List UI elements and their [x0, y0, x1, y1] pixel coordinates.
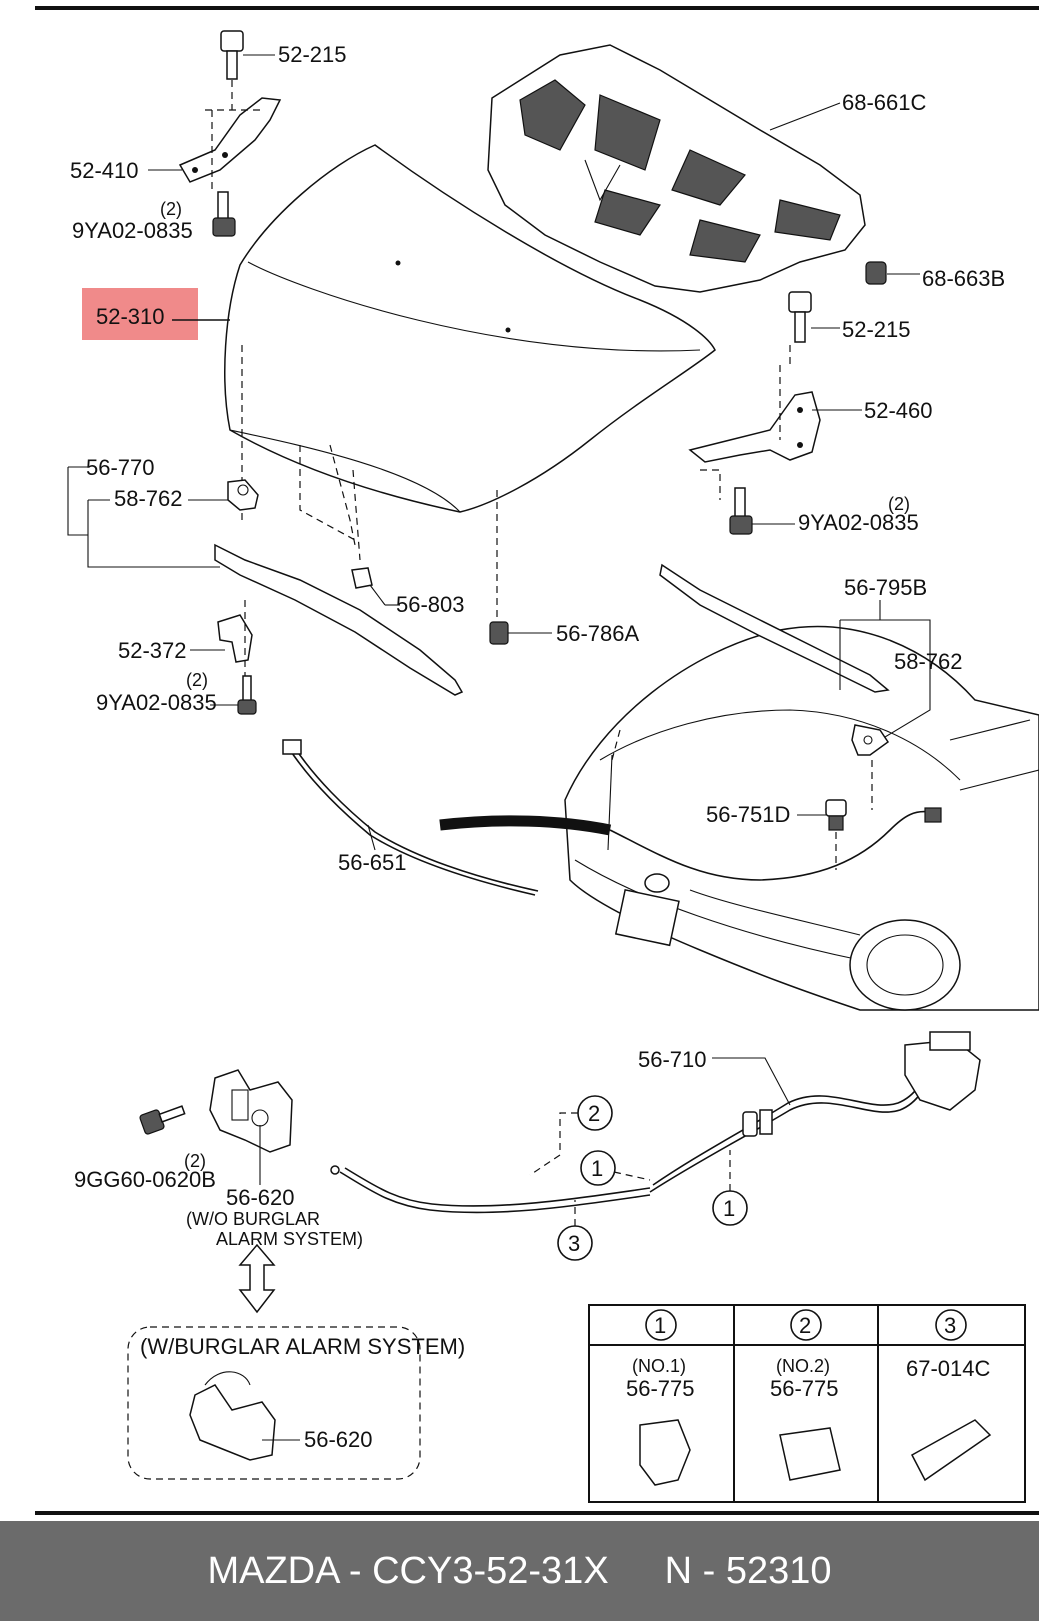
label-9gg60: 9GG60-0620B [74, 1167, 216, 1192]
bolt-52-215-top [220, 30, 275, 80]
bolt-9ya02-left [212, 191, 236, 237]
vehicle-dash [611, 729, 873, 870]
leader-68-661c [769, 102, 841, 131]
legend-part-2: 56-775 [770, 1376, 839, 1401]
alarm-variant-box [127, 1326, 421, 1480]
hood-lock-56-620-alarm [189, 1371, 300, 1461]
label-56-710: 56-710 [638, 1047, 707, 1072]
bumper-56-803 [351, 567, 400, 606]
callout-2 [529, 1095, 613, 1176]
legend-num-2: 2 [799, 1313, 811, 1338]
label-52-310: 52-310 [96, 304, 165, 329]
callout-1b-number: 1 [723, 1196, 735, 1221]
hinge-left-dash [205, 80, 260, 190]
clip-no2-icon [779, 1427, 841, 1481]
label-qty-hinge-right: (2) [888, 494, 910, 514]
footer-bar: MAZDA - CCY3-52-31X N - 52310 [0, 1521, 1039, 1621]
label-qty-bracket: (2) [186, 670, 208, 690]
label-52-215-top: 52-215 [278, 42, 347, 67]
legend-part-1: 56-775 [626, 1376, 695, 1401]
label-58-762-left: 58-762 [114, 486, 183, 511]
label-68-663b: 68-663B [922, 266, 1005, 291]
seal-56-770 [67, 466, 464, 696]
label-68-661c: 68-661C [842, 90, 927, 115]
stopper-56-751d [797, 799, 847, 831]
callout-1a-number: 1 [591, 1156, 603, 1181]
label-56-786a: 56-786A [556, 621, 640, 646]
callout-3 [557, 1200, 593, 1261]
label-58-762-right: 58-762 [894, 649, 963, 674]
label-9ya02-bracket: 9YA02-0835 [96, 690, 217, 715]
label-52-460: 52-460 [864, 398, 933, 423]
clip-no1-icon [639, 1419, 691, 1486]
clip-68-663b [865, 261, 920, 285]
callout-3-number: 3 [568, 1231, 580, 1256]
label-52-215-right: 52-215 [842, 317, 911, 342]
hood-lock-56-620 [209, 1069, 293, 1185]
label-56-803: 56-803 [396, 592, 465, 617]
bumper-56-786a [489, 621, 552, 645]
hinge-right-dash [700, 345, 791, 500]
clip-67-014c-icon [910, 1419, 992, 1482]
label-56-751d: 56-751D [706, 802, 790, 827]
callout-1b [712, 1150, 748, 1226]
legend-table [588, 1304, 1026, 1503]
footer-ref-number: N - 52310 [664, 1549, 832, 1592]
stay-58-762-right [851, 724, 890, 756]
label-56-620: 56-620 [226, 1185, 295, 1210]
label-52-410: 52-410 [70, 158, 139, 183]
label-56-651: 56-651 [338, 850, 407, 875]
callout-2-number: 2 [588, 1101, 600, 1126]
label-56-795b: 56-795B [844, 575, 927, 600]
label-56-620-alarm: 56-620 [304, 1427, 373, 1452]
stay-58-762-left [188, 479, 259, 511]
highlight-box [82, 288, 198, 340]
label-w-alarm: (W/BURGLAR ALARM SYSTEM) [140, 1334, 465, 1359]
legend-num-1: 1 [654, 1313, 666, 1338]
label-qty-lock-bolt: (2) [184, 1151, 206, 1171]
bracket-52-372 [190, 614, 253, 663]
seal-56-795b [659, 563, 931, 741]
callout-1a [580, 1150, 651, 1186]
legend-num-3: 3 [944, 1313, 956, 1338]
release-cable-56-710 [330, 1031, 981, 1214]
label-56-770: 56-770 [86, 455, 155, 480]
legend-part-3: 67-014C [906, 1356, 991, 1381]
hinge-52-460 [688, 391, 862, 463]
legend-sub-1: (NO.1) [632, 1356, 686, 1376]
legend-sub-2: (NO.2) [776, 1356, 830, 1376]
footer-part-number: MAZDA - CCY3-52-31X [207, 1549, 609, 1592]
double-arrow [238, 1243, 276, 1314]
bolt-52-215-right [788, 291, 840, 343]
bolt-9gg60 [139, 1105, 186, 1135]
label-qty-hinge-left: (2) [160, 199, 182, 219]
bolt-9ya02-right [729, 487, 795, 535]
label-wo-alarm-2: ALARM SYSTEM) [216, 1229, 363, 1249]
support-rod-56-651 [282, 739, 539, 896]
bolt-9ya02-bracket [210, 675, 257, 715]
hinge-52-410 [148, 97, 282, 183]
label-9ya02-hinge-left: 9YA02-0835 [72, 218, 193, 243]
label-52-372: 52-372 [118, 638, 187, 663]
vehicle-front [439, 625, 1039, 1011]
hood-drop-lines [241, 345, 498, 620]
label-9ya02-hinge-right: 9YA02-0835 [798, 510, 919, 535]
hood-insulator [487, 44, 866, 293]
label-wo-alarm-1: (W/O BURGLAR [186, 1209, 320, 1229]
hood [224, 144, 716, 513]
